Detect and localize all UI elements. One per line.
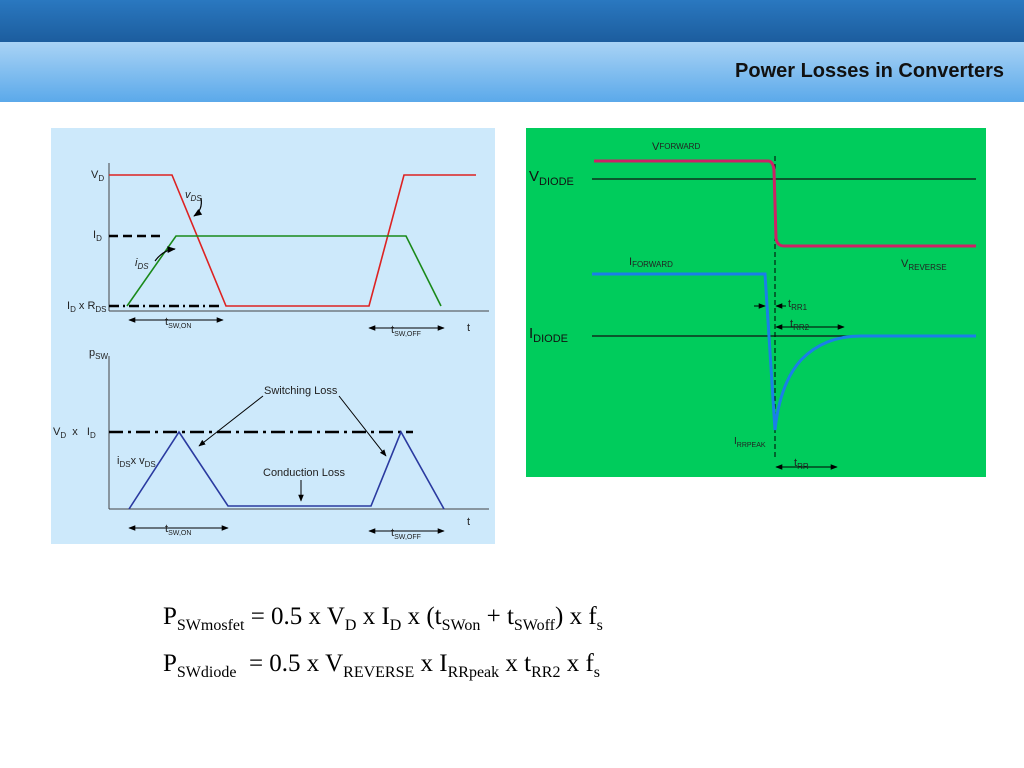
ids-pointer-arrow — [154, 246, 176, 262]
mosfet-waveform-svg: VD vDS ID iDS ID x RDS tSW,ON tSW,OFF t … — [53, 163, 489, 541]
tswoff-top-label: tSW,OFF — [391, 324, 421, 338]
diode-waveform-svg: VFORWARD VDIODE VREVERSE IFORWARD IDIODE… — [529, 141, 976, 471]
mosfet-switching-diagram: VD vDS ID iDS ID x RDS tSW,ON tSW,OFF t … — [51, 128, 495, 544]
ids-trace — [126, 235, 442, 307]
trr2-label: tRR2 — [790, 318, 810, 332]
diode-recovery-diagram: VFORWARD VDIODE VREVERSE IFORWARD IDIODE… — [526, 128, 986, 477]
id-label: ID — [93, 229, 102, 243]
t-axis-label-bottom: t — [467, 516, 470, 528]
vdiode-trace — [594, 159, 976, 248]
psw-label: pSW — [89, 347, 108, 361]
vds-pointer-arrow — [193, 197, 203, 217]
top-banner — [0, 0, 1024, 42]
t-axis-label-top: t — [467, 322, 470, 334]
mosfet-switching-loss-formula: PSWmosfet = 0.5 x VD x ID x (tSWon + tSW… — [163, 603, 603, 634]
diode-switching-loss-formula: PSWdiode = 0.5 x VREVERSE x IRRpeak x tR… — [163, 650, 601, 681]
vdiode-label: VDIODE — [529, 168, 574, 188]
irrpeak-label: IRRPEAK — [734, 436, 766, 449]
switching-loss-label: Switching Loss — [264, 385, 338, 397]
vds-label: vDS — [185, 189, 202, 203]
vd-label: VD — [91, 169, 104, 183]
tswon-bottom-label: tSW,ON — [165, 523, 191, 537]
idiode-label: IDIODE — [529, 325, 568, 345]
vforward-label: VFORWARD — [652, 141, 700, 153]
vreverse-label: VREVERSE — [901, 258, 947, 272]
tswoff-bottom-label: tSW,OFF — [391, 527, 421, 541]
slide-title: Power Losses in Converters — [735, 60, 1004, 82]
switching-loss-arrow-left — [198, 395, 264, 447]
trr1-label: tRR1 — [788, 298, 808, 312]
loss-formulas: PSWmosfet = 0.5 x VD x ID x (tSWon + tSW… — [163, 598, 603, 692]
iforward-label: IFORWARD — [629, 256, 673, 269]
trr-label: tRR — [794, 457, 809, 471]
conduction-loss-label: Conduction Loss — [263, 467, 345, 479]
tswon-top-label: tSW,ON — [165, 316, 191, 330]
ids-label: iDS — [135, 257, 149, 271]
psw-trace — [128, 430, 445, 510]
vds-trace — [109, 174, 476, 307]
idiode-trace — [592, 272, 976, 431]
ids-x-vds-label: iDSx vDS — [117, 455, 156, 469]
vd-x-id-label: VD x ID — [53, 426, 96, 440]
idrds-label: ID x RDS — [67, 300, 107, 314]
switching-loss-arrow-right — [338, 395, 387, 457]
title-bar: Power Losses in Converters — [0, 42, 1024, 102]
